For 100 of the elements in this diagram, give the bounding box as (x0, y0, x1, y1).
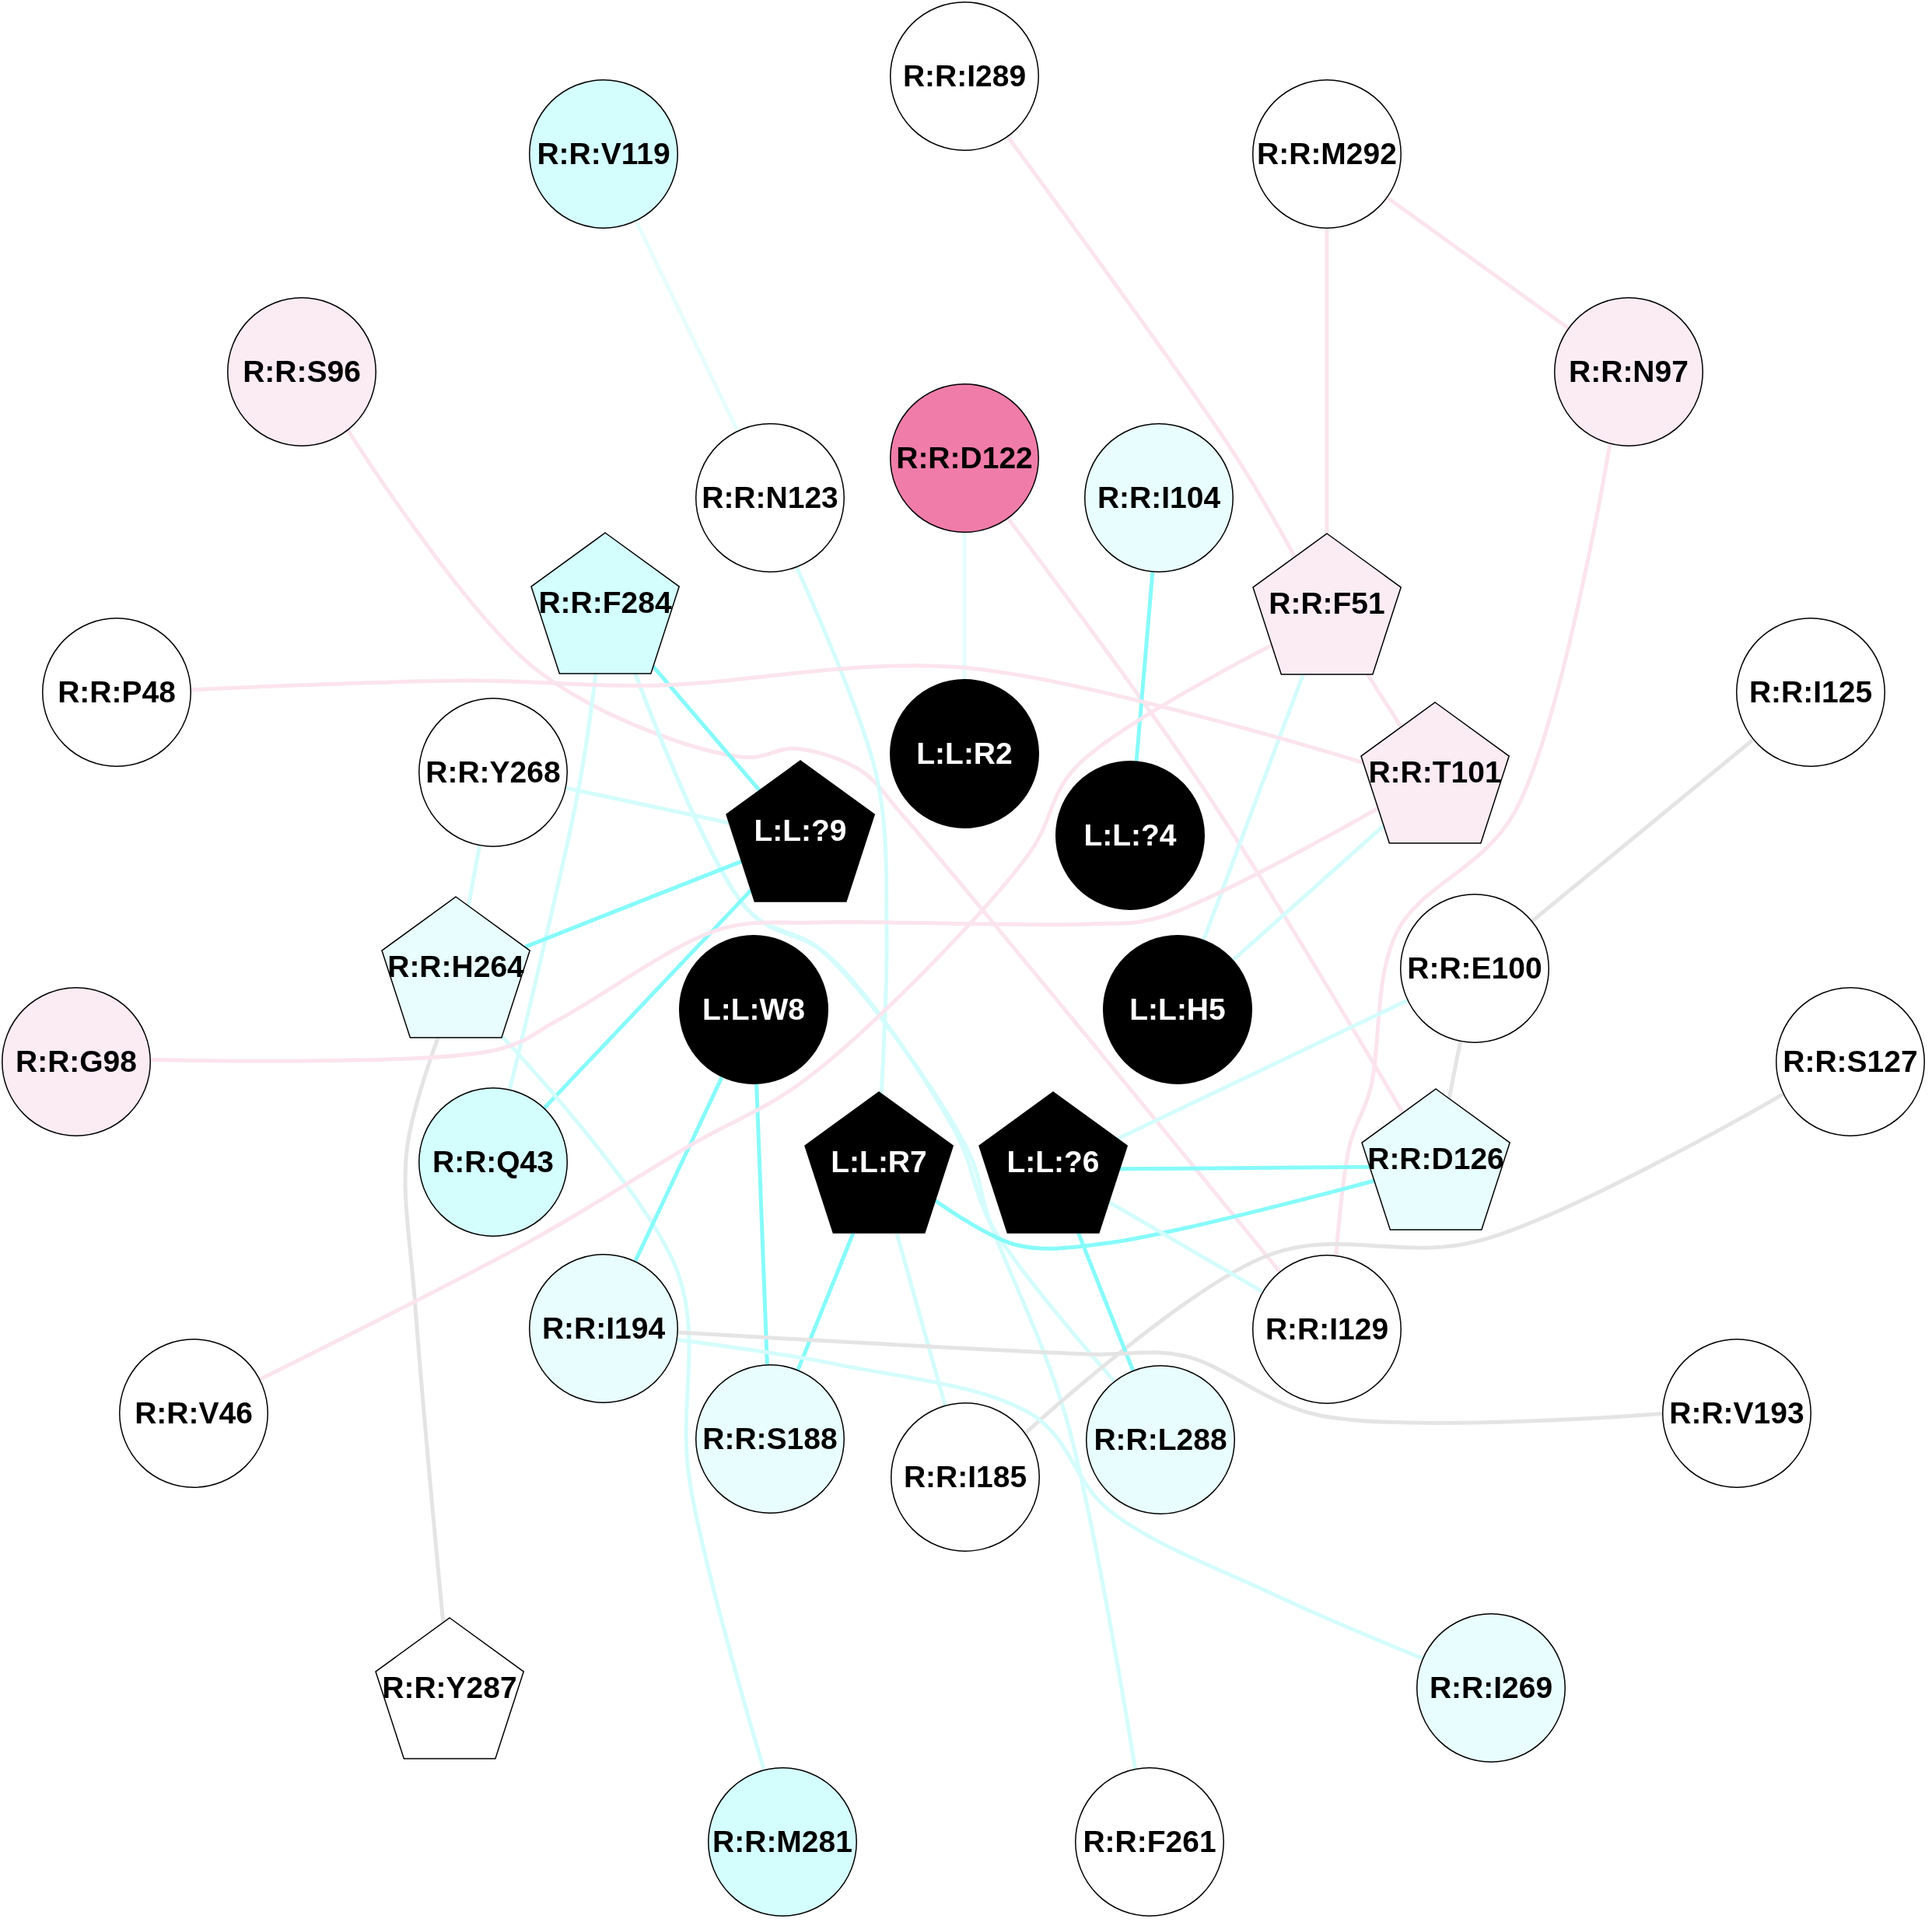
node-label: R:R:I269 (1429, 1672, 1553, 1704)
residue-node (530, 532, 680, 674)
node-label: R:R:I185 (903, 1461, 1027, 1493)
node-label: R:R:Y287 (382, 1672, 517, 1704)
residue-node (695, 1364, 845, 1514)
node-label: R:R:T101 (1368, 756, 1502, 789)
connector-line (1108, 1200, 1264, 1294)
node-label: L:L:?4 (1083, 819, 1177, 852)
node-label: L:L:R2 (916, 737, 1013, 770)
node-label: R:R:F51 (1269, 587, 1385, 620)
connector-line (1119, 1164, 1370, 1171)
connector-line (1006, 135, 1297, 558)
residue-node (1361, 1088, 1510, 1230)
node-label: R:R:Q43 (432, 1146, 554, 1178)
residue-node (1252, 533, 1402, 674)
connector-line (1334, 443, 1612, 1255)
node-label: R:R:D126 (1367, 1143, 1504, 1175)
node-label: R:R:M292 (1257, 138, 1397, 170)
ligand-node (890, 679, 1039, 828)
residue-node (42, 618, 191, 767)
connector-line (191, 663, 1364, 765)
connector-line (1365, 673, 1403, 728)
ligand-node (679, 935, 828, 1084)
residue-node (2, 987, 151, 1136)
connector-line (466, 845, 481, 906)
residue-node (375, 1617, 524, 1759)
connector-line (1076, 1231, 1135, 1371)
node-label: R:R:I125 (1748, 676, 1873, 709)
connector-line (500, 1035, 766, 1770)
node-label: R:R:L288 (1094, 1423, 1227, 1456)
node-label: R:R:P48 (58, 676, 176, 709)
residue-node (890, 2, 1039, 151)
connector-line (259, 643, 1273, 1381)
connector-line (508, 673, 598, 1091)
ligand-node (804, 1091, 954, 1233)
node-label: R:R:N97 (1569, 355, 1689, 388)
node-label: L:L:H5 (1129, 993, 1226, 1026)
node-label: R:R:I194 (541, 1312, 666, 1345)
connector-line (1531, 738, 1755, 922)
connector-line (894, 1231, 947, 1406)
residue-node (1252, 79, 1402, 229)
residue-node (890, 383, 1039, 533)
node-label: R:R:V119 (537, 138, 670, 170)
node-label: R:R:I129 (1265, 1313, 1389, 1346)
residue-node (1776, 987, 1925, 1136)
residue-node (418, 1087, 568, 1237)
node-label: L:L:?9 (754, 814, 847, 847)
connector-line (633, 1076, 724, 1262)
connector-line (1202, 673, 1306, 940)
ligand-node (978, 1091, 1128, 1233)
connector-line (1231, 824, 1385, 961)
residue-node (1736, 618, 1885, 767)
connector-line (633, 672, 1137, 1770)
node-label: L:L:R7 (831, 1146, 927, 1178)
residue-node (381, 896, 530, 1038)
connector-line (962, 533, 967, 679)
node-label: R:R:V193 (1669, 1397, 1804, 1430)
node-label: R:R:N123 (702, 481, 838, 514)
connector-line (754, 1084, 769, 1365)
connector-line (1447, 1041, 1462, 1099)
node-label: R:R:I289 (902, 60, 1027, 93)
residue-node (708, 1767, 857, 1917)
connector-line (1386, 196, 1570, 330)
node-label: L:L:W8 (702, 993, 806, 1026)
connector-line (524, 859, 743, 949)
residue-node (1086, 1365, 1235, 1514)
node-label: R:R:G98 (16, 1045, 137, 1078)
node-label: R:R:F261 (1083, 1826, 1216, 1858)
residue-node (891, 1402, 1040, 1552)
residue-node (1400, 894, 1549, 1043)
connector-line (1024, 1092, 1784, 1435)
residue-node (529, 1254, 678, 1403)
node-label: R:R:F284 (538, 586, 672, 619)
ligand-node (1103, 935, 1252, 1084)
residue-node (1662, 1339, 1811, 1488)
node-label: R:R:S96 (243, 355, 361, 388)
residue-node (1554, 297, 1703, 446)
node-label: R:R:H264 (387, 950, 524, 983)
connector-line (1325, 229, 1329, 534)
connector-line (795, 566, 889, 1094)
connector-line (1006, 517, 1405, 1114)
node-label: R:R:M281 (712, 1826, 852, 1858)
ligand-node (726, 760, 875, 901)
connector-line (565, 786, 730, 825)
connector-line (346, 429, 1282, 1273)
residue-node (1075, 1767, 1224, 1917)
node-label: R:R:E100 (1407, 952, 1542, 985)
node-label: R:R:D122 (896, 442, 1033, 474)
connector-line (677, 1330, 1663, 1425)
residue-node (418, 698, 568, 847)
node-label: R:R:I104 (1097, 481, 1221, 514)
residue-node (695, 423, 845, 572)
connector-line (796, 1231, 856, 1371)
ligand-node (1055, 761, 1205, 910)
residue-node (227, 297, 376, 446)
node-label: R:R:Y268 (425, 756, 561, 789)
node-label: R:R:S188 (702, 1423, 838, 1455)
node-label: R:R:S127 (1783, 1045, 1918, 1078)
connector-line (1117, 999, 1409, 1141)
residue-node (529, 79, 678, 229)
